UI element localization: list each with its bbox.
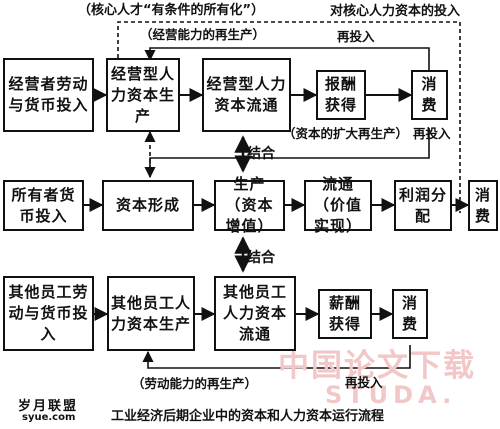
top-right-note: 对核心人力资本的投入 (330, 4, 461, 19)
box-production: 生产（资本增值） (214, 175, 285, 235)
box-managerial-hc-circulation: 经营型人力资本流通 (202, 58, 291, 132)
footer-domain: syue.com (22, 412, 76, 423)
box-consumption-r3: 消费 (392, 289, 428, 339)
box-employee-input: 其他员工劳动与货币投入 (3, 276, 94, 351)
box-manager-input: 经营者劳动与货币投入 (3, 58, 94, 132)
dashed-loop-core (117, 21, 461, 213)
figure-caption: 工业经济后期企业中的资本和人力资本运行流程 (111, 409, 385, 424)
combine-label-1: 结合 (247, 146, 275, 162)
top-note: （核心人才“有条件的所有化”） (78, 3, 265, 18)
box-profit-distribution: 利润分配 (394, 180, 452, 231)
reinvest-label-r1-top: 再投入 (337, 29, 375, 44)
loop-r1-reinvest (144, 47, 430, 72)
box-consumption-r2: 消费 (468, 180, 498, 231)
combine-label-2: 结合 (247, 250, 275, 266)
box-employee-hc-circulation: 其他员工人力资本流通 (214, 276, 296, 351)
box-compensation: 报酬获得 (316, 70, 366, 120)
watermark-text-2: STUDA. (325, 381, 457, 409)
box-salary: 薪酬获得 (318, 289, 372, 339)
box-managerial-hc-production: 经营型人力资本生产 (106, 58, 180, 132)
reproduction-label-r3: （劳动能力的再生产） (132, 376, 258, 391)
footer-logo: 岁月联盟 (18, 399, 79, 414)
box-circulation: 流通（价值实现） (304, 175, 372, 235)
box-capital-formation: 资本形成 (102, 180, 194, 231)
reinvest-label-r1-mid: 再投入 (413, 126, 451, 141)
watermark-text: 中国论文下载 (278, 348, 476, 384)
reinvest-label-r3: 再投入 (345, 375, 383, 390)
loop-r2-reinvest (144, 128, 430, 179)
expanded-reproduction-label: （资本的扩大再生产） (283, 126, 409, 141)
loop-r3-reinvest (142, 345, 411, 369)
box-owner-input: 所有者货币投入 (3, 180, 84, 231)
box-consumption-r1: 消费 (411, 70, 448, 120)
box-employee-hc-production: 其他员工人力资本生产 (107, 276, 195, 351)
reproduction-label-r1: （经营能力的再生产） (140, 27, 266, 42)
